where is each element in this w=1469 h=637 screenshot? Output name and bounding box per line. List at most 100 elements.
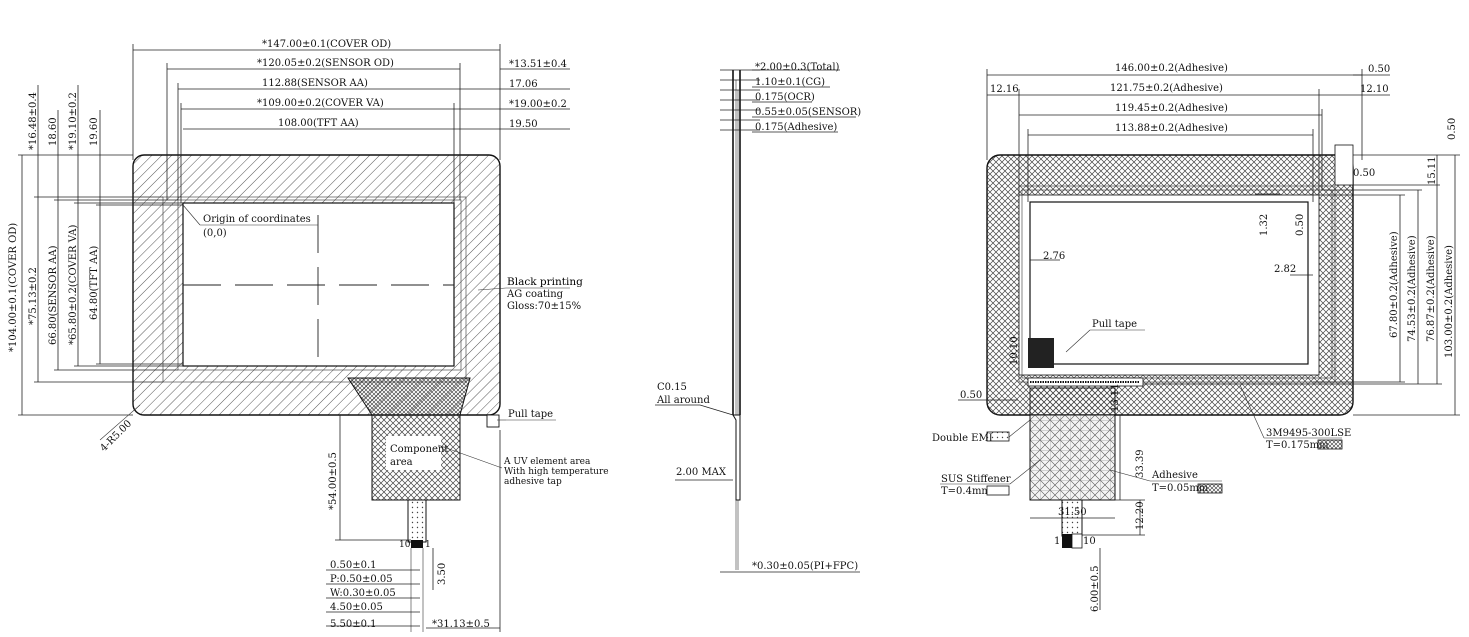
side-all-around: All around xyxy=(656,395,710,406)
dim-sensor-aa-height: 66.80(SENSOR AA) xyxy=(48,245,59,345)
dim-top-18-60: 18.60 xyxy=(48,117,59,146)
legend-sus-swatch xyxy=(986,485,1010,496)
side-fpc xyxy=(732,414,741,501)
dim-top-19-10: *19.10±0.2 xyxy=(68,92,79,150)
dim-pitch: P:0.50±0.05 xyxy=(330,574,393,585)
back-dim-2-82: 2.82 xyxy=(1274,264,1296,275)
pull-tape-tab xyxy=(486,414,500,428)
back-dim-0-50a: 0.50 xyxy=(1368,64,1390,75)
dim-radius: 4-R5.00 xyxy=(98,418,134,454)
back-note-adhesive: Adhesive xyxy=(1151,470,1198,481)
back-dim-119: 119.45±0.2(Adhesive) xyxy=(1115,103,1228,114)
view-area xyxy=(182,202,455,367)
dim-cover-va-height: *65.80±0.2(COVER VA) xyxy=(68,225,79,345)
dim-31-13: *31.13±0.5 xyxy=(432,619,490,630)
pin-1-label: 1 xyxy=(425,540,431,550)
fpc-tail xyxy=(407,499,427,543)
dim-cover-od-height: *104.00±0.1(COVER OD) xyxy=(8,223,19,352)
back-dim-76-87: 76.87±0.2(Adhesive) xyxy=(1426,235,1437,342)
side-total: *2.00±0.3(Total) xyxy=(755,62,840,73)
note-uv-3: adhesive tap xyxy=(504,477,562,487)
back-dim-146: 146.00±0.2(Adhesive) xyxy=(1115,63,1228,74)
dim-75-13: *75.13±0.2 xyxy=(28,267,39,325)
legend-3m-swatch xyxy=(1317,439,1343,450)
dim-0-50: 0.50±0.1 xyxy=(330,560,377,571)
dim-4-50: 4.50±0.05 xyxy=(330,602,383,613)
pull-tape-block xyxy=(1028,338,1054,368)
dim-3-50: 3.50 xyxy=(437,563,448,585)
dim-tft-aa-height: 64.80(TFT AA) xyxy=(89,246,100,320)
back-dim-13-11: 13.11 xyxy=(1110,383,1121,412)
note-origin-xy: (0,0) xyxy=(203,228,227,239)
back-note-adhesive-t: T=0.05mm xyxy=(1152,483,1209,494)
back-dim-0-50v: 0.50 xyxy=(1447,118,1458,140)
back-dim-0-50b: 0.50 xyxy=(1353,168,1375,179)
back-dim-121: 121.75±0.2(Adhesive) xyxy=(1110,83,1223,94)
note-area: area xyxy=(390,457,413,468)
back-dim-12-16: 12.16 xyxy=(990,84,1019,95)
note-uv-2: With high temperature xyxy=(504,467,609,477)
side-ocr: 0.175(OCR) xyxy=(755,92,815,103)
dim-sensor-aa-width: 112.88(SENSOR AA) xyxy=(262,78,368,89)
note-uv-1: A UV element area xyxy=(503,457,591,467)
side-max: 2.00 MAX xyxy=(676,467,727,478)
back-dim-10-10: 10.10 xyxy=(1009,336,1020,365)
sensor-od-frame xyxy=(162,196,467,383)
sensor-aa-frame xyxy=(177,199,462,371)
back-dim-12-10: 12.10 xyxy=(1360,84,1389,95)
back-dim-113: 113.88±0.2(Adhesive) xyxy=(1115,123,1228,134)
back-dim-0-50c: 0.50 xyxy=(1295,214,1306,236)
dim-top-19-60: 19.60 xyxy=(89,117,100,146)
back-note-double-emi: Double EMI xyxy=(932,433,993,444)
back-dim-33-39: 33.39 xyxy=(1135,449,1146,478)
sus-stiffener xyxy=(1029,414,1116,501)
dim-right-19-50: 19.50 xyxy=(509,119,538,130)
side-view: *2.00±0.3(Total) 1.10±0.1(CG) 0.175(OCR)… xyxy=(655,62,861,573)
side-adhesive: 0.175(Adhesive) xyxy=(755,122,837,133)
back-dim-12-20: 12.20 xyxy=(1135,501,1146,530)
dim-sensor-od-width: *120.05±0.2(SENSOR OD) xyxy=(257,58,394,69)
dim-top-16-48: *16.48±0.4 xyxy=(28,92,39,150)
legend-emi-swatch xyxy=(986,431,1010,442)
dim-width: W:0.30±0.05 xyxy=(330,588,396,599)
note-ag-coating: AG coating xyxy=(506,289,564,300)
note-component: Component xyxy=(390,444,448,455)
back-dim-31-50: 31.50 xyxy=(1058,507,1087,518)
back-view-window xyxy=(1029,201,1309,365)
note-pull-tape: Pull tape xyxy=(508,409,553,420)
back-view: 146.00±0.2(Adhesive) 121.75±0.2(Adhesive… xyxy=(932,63,1460,612)
front-view: *147.00±0.1(COVER OD) *120.05±0.2(SENSOR… xyxy=(8,39,609,632)
dim-right-13-51: *13.51±0.4 xyxy=(509,59,567,70)
back-dim-0-50-left: 0.50 xyxy=(960,390,982,401)
back-note-3m-tape: 3M9495-300LSE xyxy=(1266,428,1351,439)
back-note-sus: SUS Stiffener xyxy=(941,474,1011,485)
dim-cover-od-width: *147.00±0.1(COVER OD) xyxy=(262,39,391,50)
back-dim-74-53: 74.53±0.2(Adhesive) xyxy=(1407,235,1418,342)
dim-5-50: 5.50±0.1 xyxy=(330,619,377,630)
pin-10-label: 10 xyxy=(399,540,411,550)
dim-right-19-00: *19.00±0.2 xyxy=(509,99,567,110)
side-sensor: 0.55±0.05(SENSOR) xyxy=(755,107,861,118)
back-dim-1-32: 1.32 xyxy=(1259,214,1270,236)
back-dim-103: 103.00±0.2(Adhesive) xyxy=(1444,245,1455,358)
dim-tail-length: *54.00±0.5 xyxy=(328,452,339,510)
back-connector-pin xyxy=(1062,534,1072,548)
side-chamfer: C0.15 xyxy=(657,382,687,393)
component-label-bg xyxy=(386,436,441,470)
side-cg: 1.10±0.1(CG) xyxy=(755,77,825,88)
back-note-sus-t: T=0.4mm xyxy=(941,486,991,497)
dim-right-17-06: 17.06 xyxy=(509,79,538,90)
dim-tft-aa-width: 108.00(TFT AA) xyxy=(278,118,359,129)
back-note-3m-t: T=0.175mm xyxy=(1266,440,1329,451)
back-note-pull-tape: Pull tape xyxy=(1092,319,1137,330)
back-dim-15-11: 15.11 xyxy=(1427,156,1438,185)
legend-adhesive-swatch xyxy=(1197,483,1223,494)
back-pin-1: 1 xyxy=(1054,536,1060,547)
back-dim-2-76: 2.76 xyxy=(1043,251,1065,262)
note-origin: Origin of coordinates xyxy=(203,214,311,225)
back-dim-67-80: 67.80±0.2(Adhesive) xyxy=(1389,231,1400,338)
back-dim-6-00: 6.00±0.5 xyxy=(1090,565,1101,612)
connector-pins xyxy=(411,540,423,548)
back-pin-10: 10 xyxy=(1083,536,1096,547)
